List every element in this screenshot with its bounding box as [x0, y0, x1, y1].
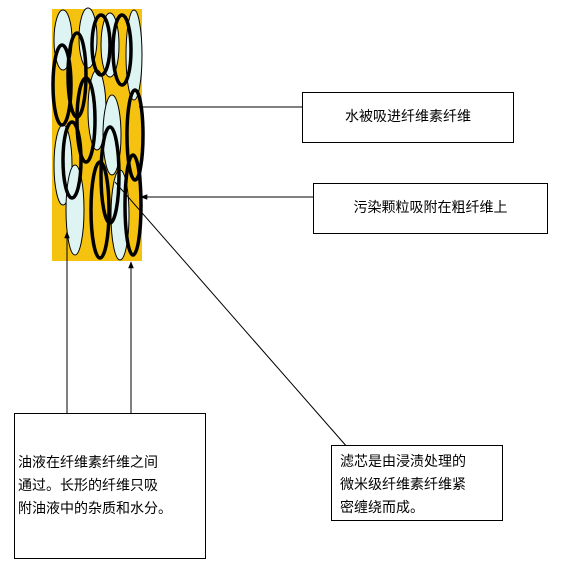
- filter-core-line-3: 密缠绕而成。: [340, 500, 424, 516]
- oil-flow-label-box: 油液在纤维素纤维之间 通过。长形的纤维只吸 附油液中的杂质和水分。: [14, 413, 206, 559]
- filter-core-label-box: 滤芯是由浸渍处理的 微米级纤维素纤维紧 密缠绕而成。: [331, 445, 503, 521]
- filter-core-line-1: 滤芯是由浸渍处理的: [340, 454, 466, 470]
- thick-fiber: [51, 43, 73, 127]
- thick-fiber: [111, 13, 133, 87]
- pollutant-label-text: 污染颗粒吸附在粗纤维上: [353, 200, 508, 216]
- water-label-box: 水被吸进纤维素纤维: [302, 92, 514, 143]
- thick-fiber: [123, 153, 143, 257]
- thick-fiber: [125, 88, 145, 182]
- oil-flow-line-3: 附油液中的杂质和水分。: [18, 501, 172, 517]
- thick-fiber: [61, 120, 83, 200]
- thick-fiber: [90, 13, 112, 77]
- oil-flow-line-1: 油液在纤维素纤维之间: [18, 455, 158, 471]
- pointer-core-line: [114, 181, 349, 449]
- thick-fiber: [89, 160, 111, 260]
- filter-core-line-2: 微米级纤维素纤维紧: [340, 477, 466, 493]
- fiber-layer: [51, 7, 145, 261]
- water-label-text: 水被吸进纤维素纤维: [345, 109, 471, 125]
- pollutant-label-box: 污染颗粒吸附在粗纤维上: [313, 183, 548, 234]
- oil-flow-line-2: 通过。长形的纤维只吸: [18, 478, 158, 494]
- thick-fiber: [75, 76, 97, 164]
